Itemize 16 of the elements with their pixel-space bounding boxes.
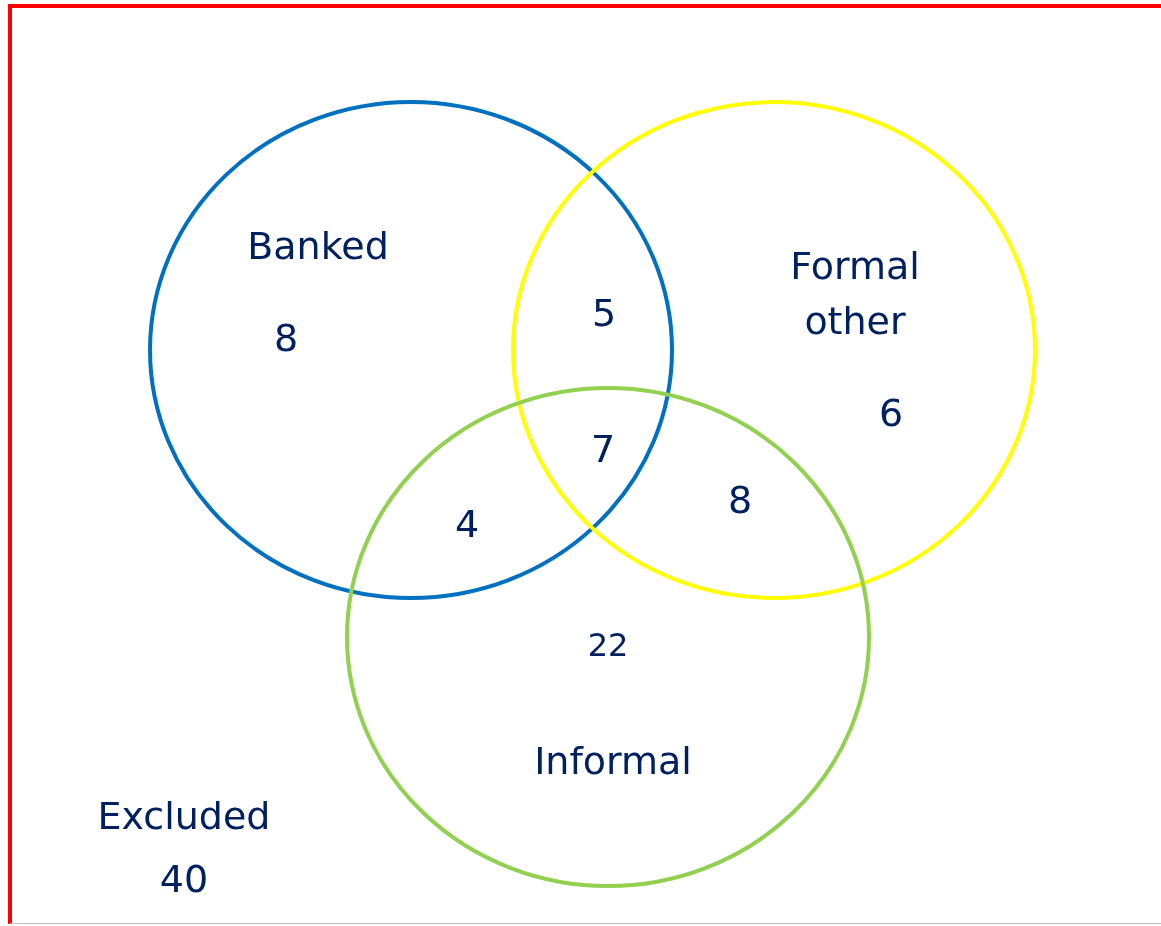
set-label: Formal other — [789, 242, 921, 345]
count-value: 7 — [590, 426, 616, 474]
count-value: 8 — [727, 477, 753, 525]
set-circle — [511, 100, 1037, 600]
count-value: 4 — [454, 501, 480, 549]
set-label: Banked — [247, 223, 389, 271]
count-value: 5 — [591, 290, 617, 338]
set-label: Informal — [534, 738, 692, 786]
set-circle — [345, 386, 871, 888]
set-circle — [148, 100, 674, 600]
count-value: 40 — [159, 856, 209, 904]
set-label: Excluded — [97, 793, 271, 841]
count-value: 8 — [273, 315, 299, 363]
count-value: 6 — [878, 390, 904, 438]
universe-frame — [8, 4, 1161, 924]
count-value: 22 — [587, 624, 629, 666]
